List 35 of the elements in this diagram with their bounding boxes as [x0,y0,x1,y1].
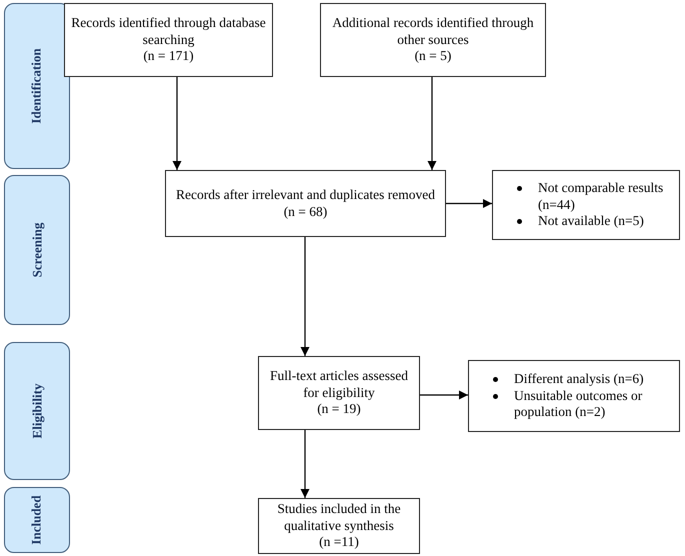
process-box [320,3,546,77]
bullet-item: Not available (n=5) [538,213,644,230]
record-count: (n = 19) [317,401,361,418]
arrow [428,77,436,170]
stage-label: Eligibility [29,384,45,438]
box-text: Records identified through database searching [71,14,266,48]
arrow [300,237,310,356]
box-text: Studies included in the qualitative synthesis [276,500,402,534]
stage-band [4,487,70,553]
record-count: (n =11) [319,534,359,552]
stage-band [4,342,70,480]
process-box [64,3,273,77]
stage-label: Screening [29,222,45,278]
box-text: Full-text articles assessed for eligibility [269,368,409,402]
stage-band [4,175,70,325]
box-text: Additional records identified through other sources [331,14,535,48]
stage-label: Included [29,495,45,545]
record-count: (n = 68) [284,204,328,220]
exclusion-box [468,360,680,432]
arrow [446,199,492,208]
arrow [300,430,310,498]
process-box [258,356,420,430]
record-count: (n = 171) [143,48,194,66]
bullet-item: Not comparable results (n=44) [538,180,664,214]
record-count: (n = 5) [414,48,452,66]
box-text: Records after irrelevant and duplicates removed [176,186,435,204]
stage-label: Identification [29,48,45,124]
exclusion-box [492,170,680,240]
arrow [172,77,182,170]
process-box [165,170,446,237]
bullet-item: Different analysis (n=6) [514,370,644,388]
process-box [258,498,420,554]
bullet-item: Unsuitable outcomes or population (n=2) [514,388,644,422]
stage-band [4,3,70,169]
arrow [420,390,468,400]
